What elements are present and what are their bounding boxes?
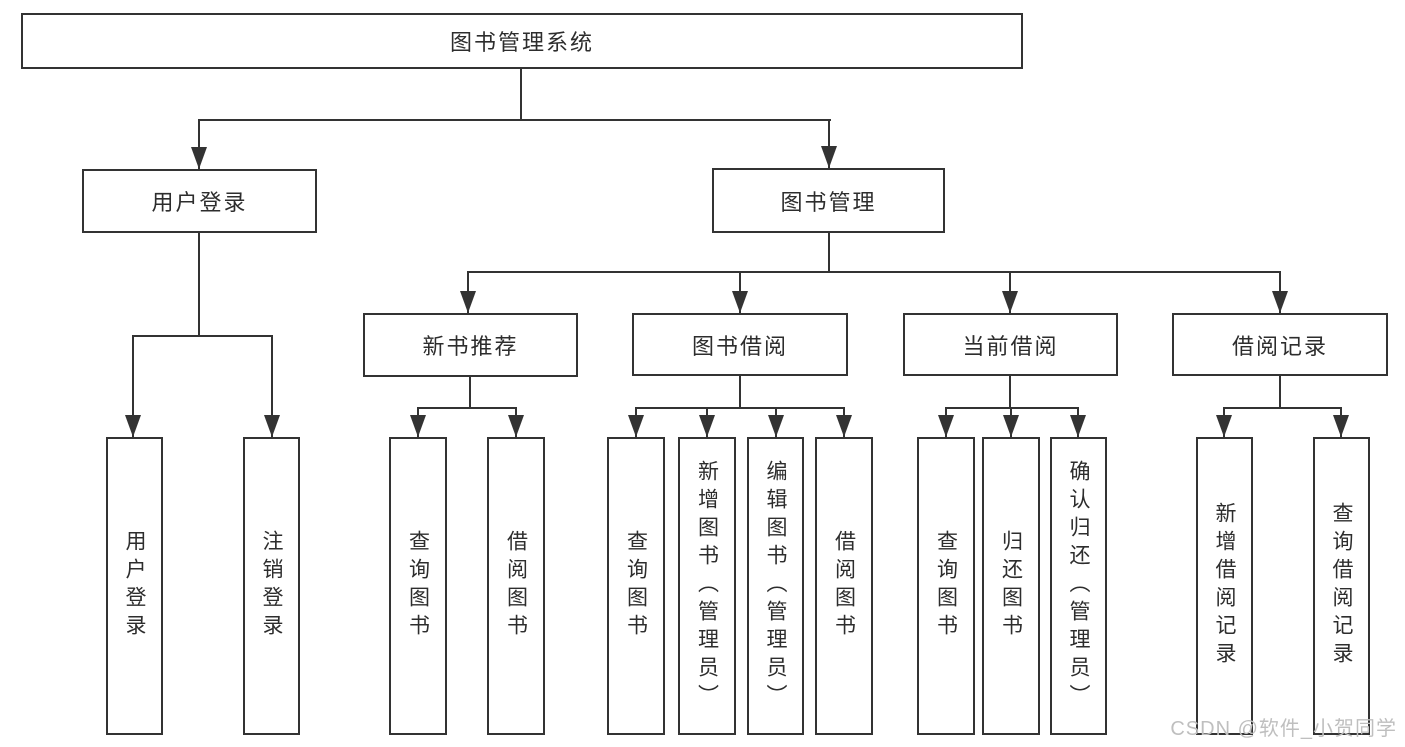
arrow-down-icon xyxy=(768,415,784,437)
leaf-br-query-record: 查询借阅记录 xyxy=(1313,437,1370,735)
leaf-bb-edit-books: 编辑图书（管理员） xyxy=(747,437,804,735)
node-book-borrow: 图书借阅 xyxy=(632,313,848,376)
arrow-down-icon xyxy=(460,291,476,313)
arrow-down-icon xyxy=(732,291,748,313)
node-current-borrow: 当前借阅 xyxy=(903,313,1118,376)
connector-bookmgmt-stem xyxy=(828,233,830,273)
node-book-management: 图书管理 xyxy=(712,168,945,233)
leaf-bb-borrow-books-label: 借阅图书 xyxy=(832,530,856,642)
leaf-user-login: 用户登录 xyxy=(106,437,163,735)
arrow-down-icon xyxy=(628,415,644,437)
leaf-user-login-label: 用户登录 xyxy=(123,530,146,642)
leaf-nb-borrow-books: 借阅图书 xyxy=(487,437,545,735)
leaf-bb-query-books: 查询图书 xyxy=(607,437,665,735)
connector-root-left-drop xyxy=(198,119,200,169)
leaf-cb-confirm-return: 确认归还（管理员） xyxy=(1050,437,1107,735)
connector-root-right-drop xyxy=(828,119,830,168)
leaf-nb-query-books: 查询图书 xyxy=(389,437,447,735)
connector-userlogin-stem xyxy=(198,233,200,337)
leaf-logout: 注销登录 xyxy=(243,437,300,735)
arrow-down-icon xyxy=(1272,291,1288,313)
connector-userlogin-drop-2 xyxy=(271,335,273,437)
leaf-nb-borrow-books-label: 借阅图书 xyxy=(504,530,528,642)
arrow-down-icon xyxy=(410,415,426,437)
connector-userlogin-split xyxy=(132,335,273,337)
arrow-down-icon xyxy=(1003,415,1019,437)
connector-newbooks-stem xyxy=(469,377,471,409)
arrow-down-icon xyxy=(125,415,141,437)
arrow-down-icon xyxy=(1333,415,1349,437)
node-user-login: 用户登录 xyxy=(82,169,317,233)
arrow-down-icon xyxy=(1070,415,1086,437)
leaf-nb-query-books-label: 查询图书 xyxy=(406,530,430,642)
node-borrow-records: 借阅记录 xyxy=(1172,313,1388,376)
node-root: 图书管理系统 xyxy=(21,13,1023,69)
leaf-cb-query-books: 查询图书 xyxy=(917,437,975,735)
arrow-down-icon xyxy=(191,147,207,169)
leaf-bb-add-books: 新增图书（管理员） xyxy=(678,437,736,735)
leaf-br-add-record: 新增借阅记录 xyxy=(1196,437,1253,735)
connector-records-split xyxy=(1223,407,1342,409)
connector-bookborrow-stem xyxy=(739,376,741,409)
node-new-book-recommend: 新书推荐 xyxy=(363,313,578,377)
connector-records-stem xyxy=(1279,376,1281,409)
leaf-cb-return-books-label: 归还图书 xyxy=(999,530,1023,642)
leaf-bb-borrow-books: 借阅图书 xyxy=(815,437,873,735)
connector-root-stem xyxy=(520,69,522,120)
leaf-bb-add-books-label: 新增图书（管理员） xyxy=(695,460,719,712)
node-current-borrow-label: 当前借阅 xyxy=(962,333,1059,359)
node-book-borrow-label: 图书借阅 xyxy=(691,333,788,359)
arrow-down-icon xyxy=(508,415,524,437)
arrow-down-icon xyxy=(1002,291,1018,313)
arrow-down-icon xyxy=(699,415,715,437)
node-root-label: 图书管理系统 xyxy=(449,30,594,55)
leaf-logout-label: 注销登录 xyxy=(260,530,283,642)
leaf-cb-return-books: 归还图书 xyxy=(982,437,1040,735)
connector-newbooks-split xyxy=(417,407,517,409)
arrow-down-icon xyxy=(836,415,852,437)
arrow-down-icon xyxy=(938,415,954,437)
leaf-cb-confirm-return-label: 确认归还（管理员） xyxy=(1067,460,1090,712)
leaf-bb-edit-books-label: 编辑图书（管理员） xyxy=(764,460,787,712)
leaf-br-query-record-label: 查询借阅记录 xyxy=(1330,502,1353,670)
node-user-login-label: 用户登录 xyxy=(151,190,248,215)
arrow-down-icon xyxy=(821,146,837,168)
node-borrow-records-label: 借阅记录 xyxy=(1231,333,1328,359)
node-new-book-recommend-label: 新书推荐 xyxy=(422,334,519,359)
leaf-cb-query-books-label: 查询图书 xyxy=(934,530,958,642)
connector-bookmgmt-split xyxy=(467,271,1281,273)
connector-currentborrow-stem xyxy=(1009,376,1011,409)
arrow-down-icon xyxy=(264,415,280,437)
arrow-down-icon xyxy=(1216,415,1232,437)
connector-root-split xyxy=(198,119,831,121)
connector-bookborrow-split xyxy=(635,407,845,409)
connector-currentborrow-split xyxy=(945,407,1079,409)
leaf-br-add-record-label: 新增借阅记录 xyxy=(1213,502,1236,670)
connector-userlogin-drop-1 xyxy=(132,335,134,437)
watermark: CSDN @软件_小贺同学 xyxy=(1170,718,1397,740)
node-book-management-label: 图书管理 xyxy=(780,189,877,215)
leaf-bb-query-books-label: 查询图书 xyxy=(624,530,648,642)
